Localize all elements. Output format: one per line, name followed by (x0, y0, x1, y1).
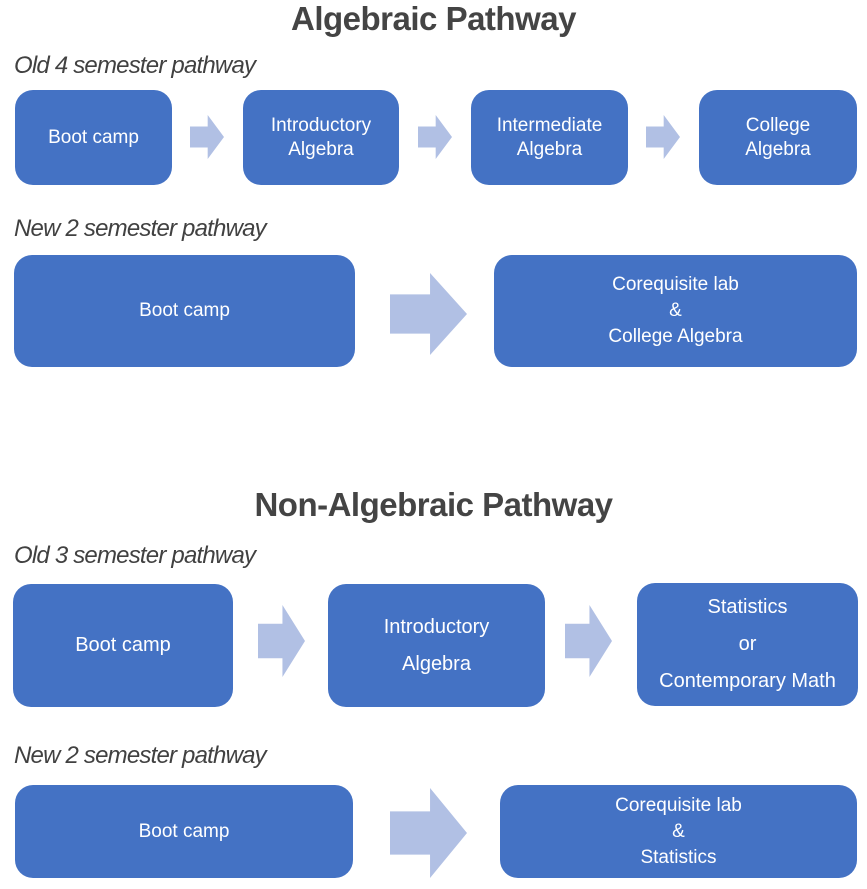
section-title-non-algebraic: Non-Algebraic Pathway (254, 486, 613, 523)
step-label: Algebra (288, 138, 354, 160)
step-label: Contemporary Math (659, 670, 836, 692)
step-label: College (745, 114, 811, 136)
step-label: Intermediate (496, 114, 603, 136)
arrow-right-icon (565, 605, 612, 677)
step-label: Statistics (640, 846, 717, 868)
step-label: Boot camp (48, 126, 139, 148)
step-box-corequisite-statistics: Corequisite lab & Statistics (500, 785, 857, 878)
arrow-right-icon (390, 273, 467, 355)
label-new-2-semester-algebraic: New 2 semester pathway (14, 215, 267, 242)
arrow-right-icon (390, 788, 467, 878)
step-box-corequisite-college-algebra: Corequisite lab & College Algebra (494, 255, 857, 367)
arrow-right-icon (258, 605, 305, 677)
step-label: Statistics (707, 596, 788, 618)
step-box-introductory-algebra: Introductory Algebra (328, 584, 545, 707)
step-label: Introductory (270, 114, 372, 136)
arrow-right-icon (646, 115, 680, 159)
step-label: Algebra (516, 138, 583, 160)
step-label: Corequisite lab (615, 794, 742, 816)
arrow-right-icon (418, 115, 452, 159)
step-box-statistics-or-contemporary-math: Statistics or Contemporary Math (637, 583, 858, 706)
step-label: Algebra (745, 138, 811, 160)
step-label: Boot camp (138, 820, 230, 842)
step-label: Algebra (402, 652, 471, 675)
step-box-boot-camp: Boot camp (13, 584, 233, 707)
step-label: Corequisite lab (612, 274, 739, 295)
label-old-3-semester: Old 3 semester pathway (14, 542, 256, 569)
step-label: Boot camp (139, 300, 230, 321)
step-label: & (672, 820, 685, 842)
step-box-college-algebra: College Algebra (699, 90, 857, 185)
step-box-intermediate-algebra: Intermediate Algebra (471, 90, 628, 185)
step-label: or (738, 633, 757, 655)
label-new-2-semester-non-algebraic: New 2 semester pathway (14, 742, 267, 769)
step-label: Boot camp (75, 634, 171, 656)
step-label: College Algebra (608, 326, 743, 347)
step-box-boot-camp: Boot camp (15, 785, 353, 878)
step-box-boot-camp: Boot camp (14, 255, 355, 367)
step-box-boot-camp: Boot camp (15, 90, 172, 185)
arrow-right-icon (190, 115, 224, 159)
label-old-4-semester: Old 4 semester pathway (14, 52, 256, 79)
section-title-algebraic: Algebraic Pathway (291, 0, 576, 37)
step-label: Introductory (383, 615, 490, 638)
step-box-introductory-algebra: Introductory Algebra (243, 90, 399, 185)
step-label: & (669, 300, 682, 321)
